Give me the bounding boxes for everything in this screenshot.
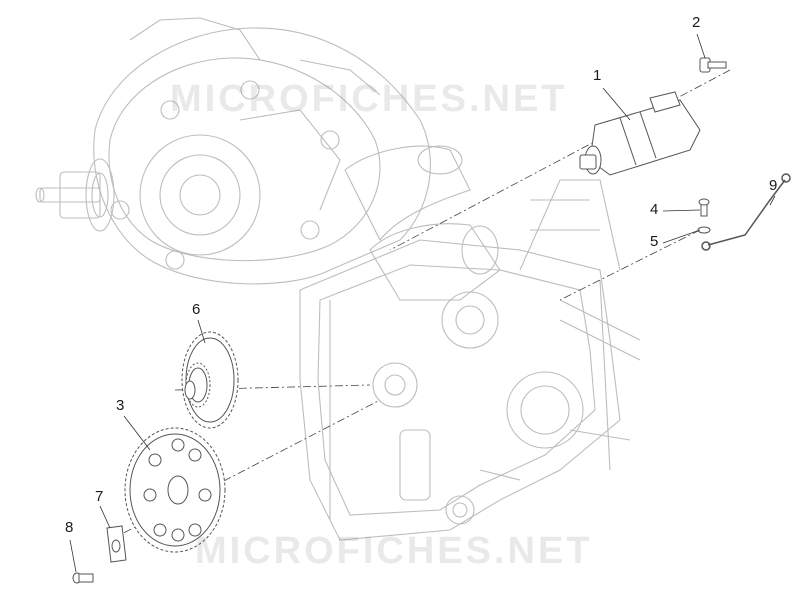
watermark-bottom: MICROFICHES.NET: [195, 530, 593, 572]
output-shaft-drawing: [35, 158, 115, 232]
retaining-plate-drawing: [106, 525, 127, 563]
starter-ring-gear-drawing: [124, 427, 226, 553]
callout-5: 5: [650, 233, 659, 250]
callout-2: 2: [692, 14, 701, 31]
watermark-top: MICROFICHES.NET: [170, 78, 568, 120]
crankcase-drawing: [299, 179, 641, 541]
starter-motor-drawing: [579, 91, 701, 176]
callout-4: 4: [650, 201, 659, 218]
starter-bolt-drawing: [699, 57, 727, 73]
gear-screw-drawing: [72, 572, 94, 584]
transmission-housing-drawing: [93, 17, 431, 285]
ground-cable-drawing: [701, 173, 791, 251]
callout-3: 3: [116, 397, 125, 414]
callout-6: 6: [192, 301, 201, 318]
callout-9: 9: [769, 177, 778, 194]
intake-manifold-drawing: [344, 145, 501, 301]
callout-8: 8: [65, 519, 74, 536]
callout-1: 1: [593, 67, 602, 84]
screw-and-washer-drawing: [697, 198, 711, 234]
callout-7: 7: [95, 488, 104, 505]
intermediate-gear-drawing: [181, 331, 239, 429]
